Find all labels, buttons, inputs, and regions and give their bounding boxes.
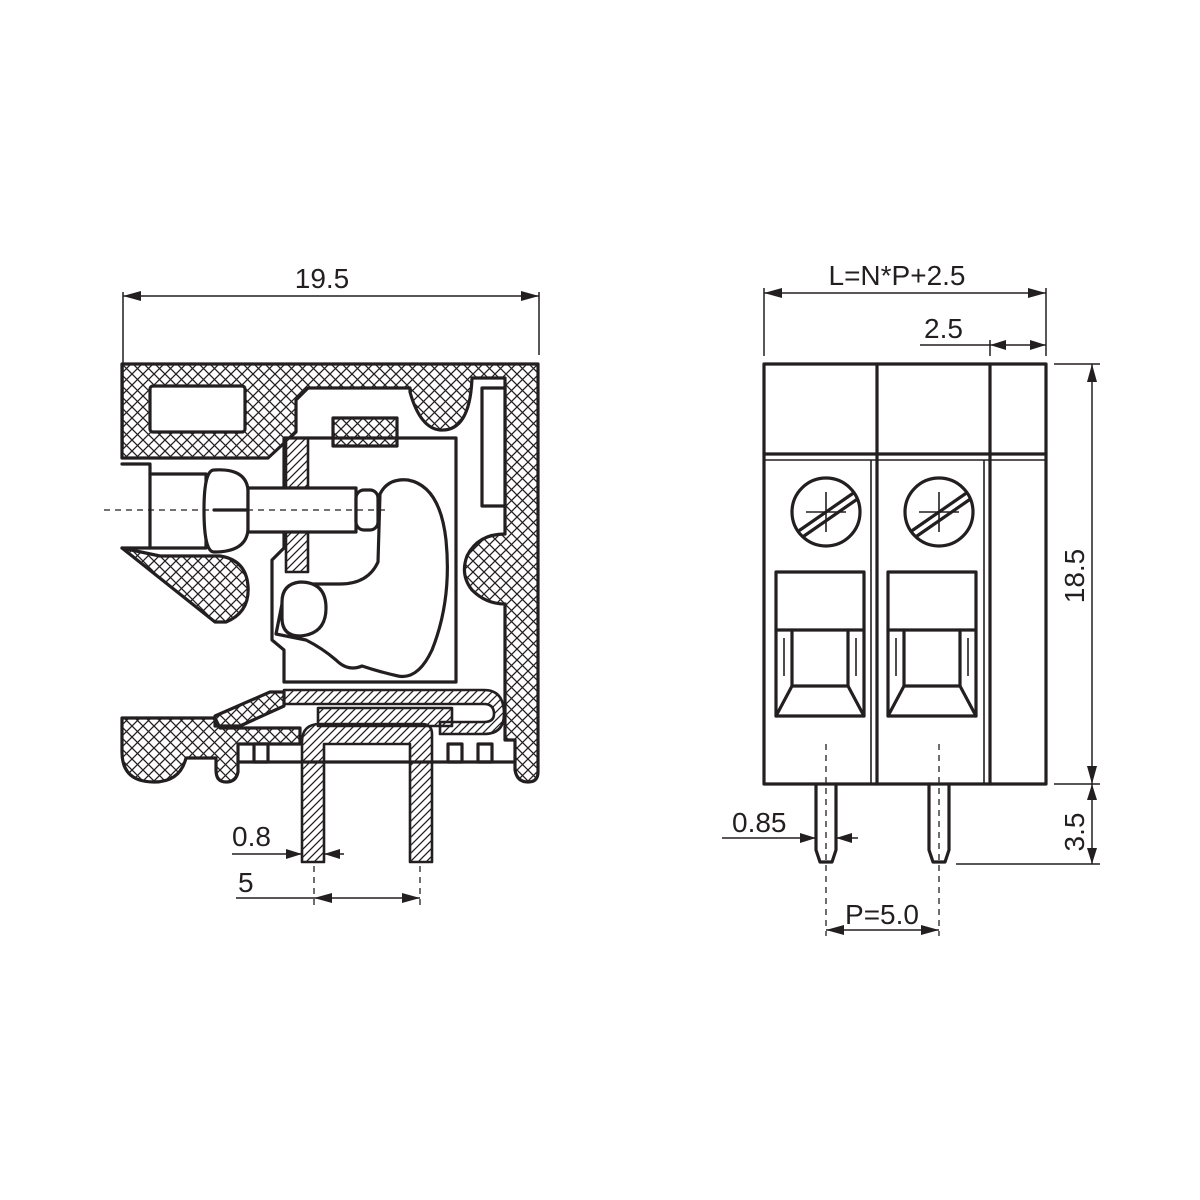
screw-head-1 [790, 476, 862, 548]
height-label: 18.5 [1059, 549, 1090, 604]
end-width-label: 2.5 [924, 313, 963, 344]
front-view: L=N*P+2.5 2.5 [722, 260, 1100, 936]
pole-1 [774, 476, 866, 936]
pin-1 [814, 744, 838, 936]
pin-thickness-dimension: 0.8 [232, 821, 344, 859]
pin-spacing-label: 5 [238, 867, 254, 898]
right-slot [480, 386, 507, 508]
pin-diameter-label: 0.85 [732, 807, 787, 838]
pin-length-dimension: 3.5 [956, 784, 1100, 865]
pin-thickness-label: 0.8 [232, 821, 271, 852]
wire-opening [120, 462, 152, 550]
side-section-view: 19.5 [104, 263, 540, 906]
pin-diameter-dimension: 0.85 [722, 807, 858, 843]
top-slot [148, 384, 247, 434]
wire-entry-1 [774, 570, 866, 718]
end-width-dimension: 2.5 [920, 313, 1046, 356]
pitch-dimension: P=5.0 [826, 899, 939, 935]
pitch-label: P=5.0 [845, 899, 919, 930]
pcb-pin [300, 722, 434, 864]
lower-wedge [213, 690, 286, 728]
side-width-dimension: 19.5 [122, 263, 540, 448]
housing-bottom-teeth [236, 742, 517, 764]
pin-2 [927, 744, 951, 936]
pin-spacing-dimension: 5 [236, 866, 421, 906]
top-block [331, 416, 399, 448]
length-dimension: L=N*P+2.5 [763, 260, 1047, 356]
pole-2 [886, 476, 978, 936]
wire-opening-inner [148, 472, 208, 550]
front-body [762, 362, 1048, 786]
screw-head-2 [903, 476, 975, 548]
contact-cam [280, 580, 328, 638]
wire-entry-wedge [120, 546, 250, 624]
length-formula-label: L=N*P+2.5 [829, 260, 966, 291]
housing-foot-left [120, 716, 302, 784]
pin-length-label: 3.5 [1059, 813, 1090, 852]
wire-entry-2 [886, 570, 978, 718]
height-dimension: 18.5 [1054, 363, 1100, 785]
side-width-label: 19.5 [295, 263, 350, 294]
